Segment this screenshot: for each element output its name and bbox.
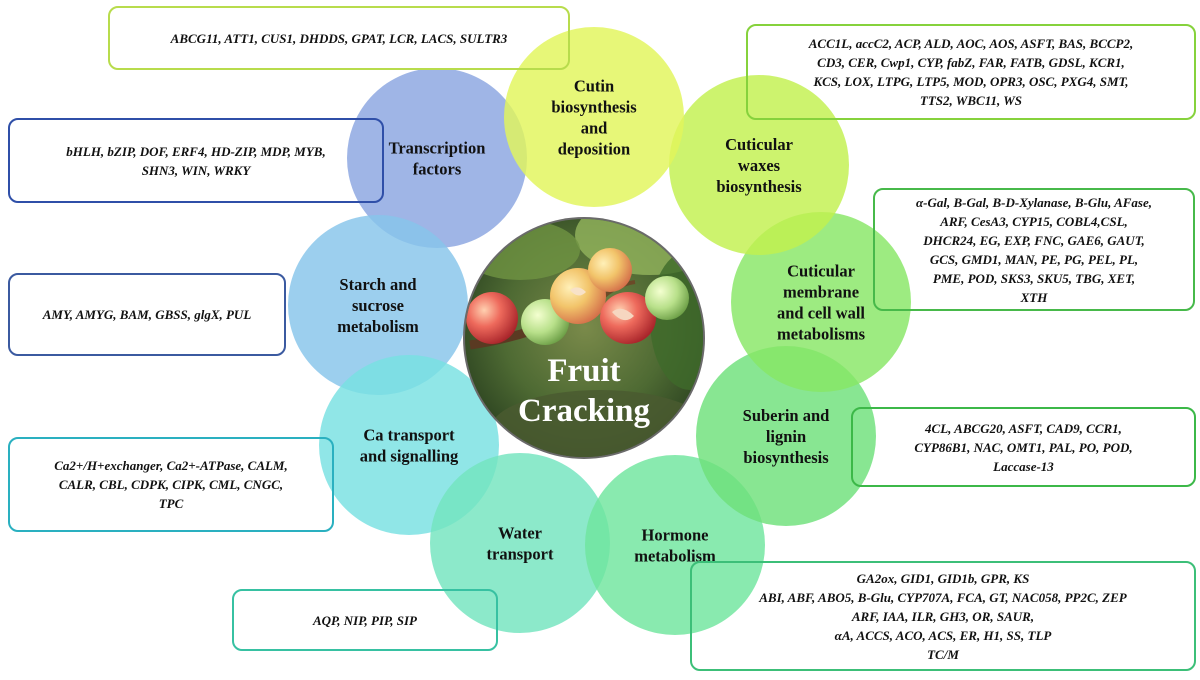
gene-list-water: AQP, NIP, PIP, SIP bbox=[312, 612, 418, 628]
circle-label-waxes: Cuticular waxes biosynthesis bbox=[716, 135, 802, 196]
gene-list-calcium: Ca2+/H+exchanger, Ca2+-ATPase, CALM, CAL… bbox=[54, 458, 288, 511]
circle-label-cutin: Cutin biosynthesis and deposition bbox=[551, 77, 637, 159]
circle-label-line: deposition bbox=[558, 140, 630, 159]
center-title: Fruit Cracking bbox=[518, 353, 651, 429]
circle-cutin bbox=[504, 27, 684, 207]
circle-label-line: Hormone bbox=[642, 526, 709, 545]
circle-label-tf: Transcription factors bbox=[389, 139, 486, 179]
gene-list-cellwall: α-Gal, Β-Gal, Β-D-Xylanase, Β-Glu, AFase… bbox=[915, 194, 1153, 305]
circle-label-line: Cuticular bbox=[787, 262, 855, 281]
gene-list-hormone: GA2ox, GID1, GID1b, GPR, KS ABI, ABF, AB… bbox=[759, 570, 1127, 662]
gene-box-starch: AMY, AMYG, BAM, GBSS, glgX, PUL bbox=[8, 273, 286, 356]
fruit-photo bbox=[463, 217, 705, 459]
gene-box-tf: bHLH, bZIP, DOF, ERF4, HD-ZIP, MDP, MYB,… bbox=[8, 118, 384, 203]
circle-waxes bbox=[669, 75, 849, 255]
circle-label-line: sucrose bbox=[352, 296, 404, 315]
circle-label-line: metabolism bbox=[337, 317, 419, 336]
circle-tf bbox=[347, 68, 527, 248]
circle-label-line: waxes bbox=[738, 156, 781, 175]
circle-label-line: Cutin bbox=[574, 77, 614, 96]
circle-water bbox=[430, 453, 610, 633]
gene-box-waxes: ACC1L, accC2, ACP, ALD, AOC, AOS, ASFT, … bbox=[746, 24, 1196, 120]
center-title-line1: Fruit bbox=[547, 353, 620, 389]
gene-box-suberin: 4CL, ABCG20, ASFT, CAD9, CCR1, CYP86B1, … bbox=[851, 407, 1196, 487]
gene-box-calcium: Ca2+/H+exchanger, Ca2+-ATPase, CALM, CAL… bbox=[8, 437, 334, 532]
circle-label-water: Water transport bbox=[487, 524, 554, 564]
circle-label-line: biosynthesis bbox=[551, 98, 637, 117]
gene-list-cutin: ABCG11, ATT1, CUS1, DHDDS, GPAT, LCR, LA… bbox=[170, 30, 508, 46]
circle-cellwall bbox=[731, 212, 911, 392]
circle-label-line: biosynthesis bbox=[716, 177, 802, 196]
circle-label-line: and signalling bbox=[360, 447, 459, 466]
circle-label-line: Ca transport bbox=[363, 426, 455, 445]
gene-list-starch: AMY, AMYG, BAM, GBSS, glgX, PUL bbox=[42, 307, 252, 322]
circle-label-line: Water bbox=[498, 524, 542, 543]
circle-label-line: Transcription bbox=[389, 139, 486, 158]
circle-label-suberin: Suberin and lignin biosynthesis bbox=[743, 406, 830, 467]
circle-label-line: and cell wall bbox=[777, 304, 865, 323]
circle-label-starch: Starch and sucrose metabolism bbox=[337, 275, 419, 336]
circle-label-line: Starch and bbox=[339, 275, 416, 294]
circle-label-line: membrane bbox=[783, 283, 859, 302]
circle-label-calcium: Ca transport and signalling bbox=[360, 426, 459, 466]
center-title-line2: Cracking bbox=[518, 393, 651, 429]
gene-box-cutin: ABCG11, ATT1, CUS1, DHDDS, GPAT, LCR, LA… bbox=[108, 6, 570, 70]
circle-label-line: metabolism bbox=[634, 547, 716, 566]
circle-label-line: factors bbox=[413, 160, 462, 179]
gene-box-hormone: GA2ox, GID1, GID1b, GPR, KS ABI, ABF, AB… bbox=[690, 561, 1196, 671]
circle-hormone bbox=[585, 455, 765, 635]
circle-label-line: and bbox=[581, 119, 608, 138]
gene-list-tf: bHLH, bZIP, DOF, ERF4, HD-ZIP, MDP, MYB,… bbox=[66, 143, 326, 178]
gene-list-suberin: 4CL, ABCG20, ASFT, CAD9, CCR1, CYP86B1, … bbox=[914, 420, 1133, 474]
circle-starch bbox=[288, 215, 468, 395]
gene-box-water: AQP, NIP, PIP, SIP bbox=[232, 589, 498, 651]
gene-list-waxes: ACC1L, accC2, ACP, ALD, AOC, AOS, ASFT, … bbox=[808, 36, 1134, 108]
circle-label-line: Cuticular bbox=[725, 135, 793, 154]
circle-label-line: transport bbox=[487, 545, 554, 564]
gene-box-cellwall: α-Gal, Β-Gal, Β-D-Xylanase, Β-Glu, AFase… bbox=[873, 188, 1195, 311]
circle-label-line: lignin bbox=[766, 427, 806, 446]
circle-label-cellwall: Cuticular membrane and cell wall metabolism… bbox=[777, 262, 866, 344]
circle-label-hormone: Hormone metabolism bbox=[634, 526, 716, 566]
circle-label-line: Suberin and bbox=[743, 406, 830, 425]
circle-label-line: biosynthesis bbox=[743, 448, 829, 467]
circle-label-line: metabolisms bbox=[777, 325, 866, 344]
